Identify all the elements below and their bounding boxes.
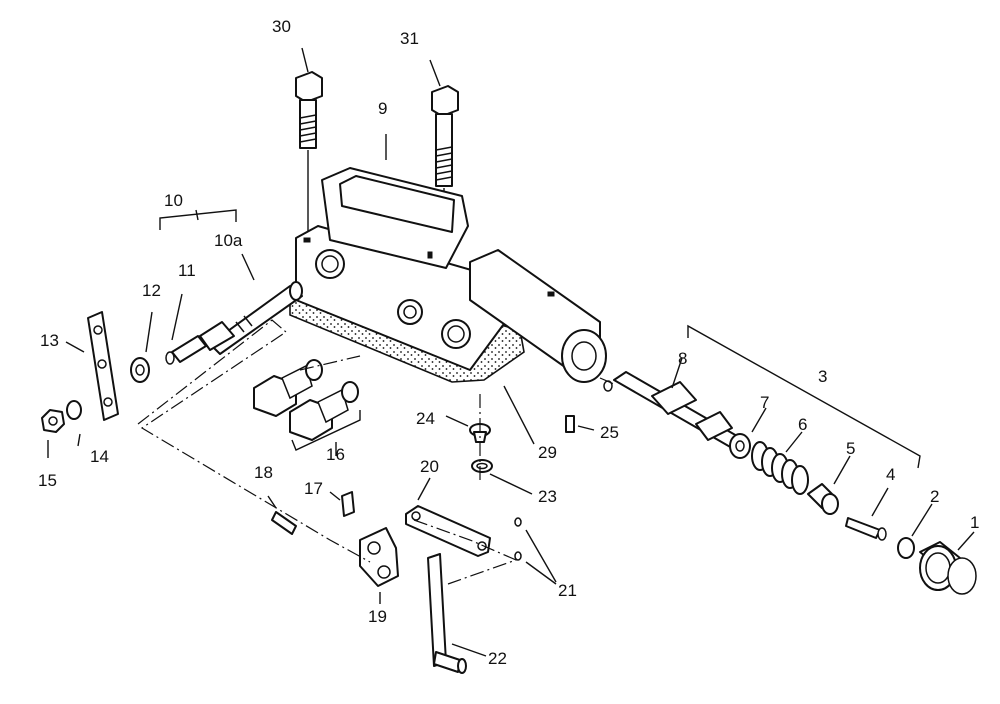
bolt-30 xyxy=(295,71,323,240)
plug-16a xyxy=(253,359,323,417)
pin-17 xyxy=(341,491,355,517)
callout-21: 21 xyxy=(558,581,577,600)
bracket-10 xyxy=(159,209,237,230)
link-20 xyxy=(405,505,491,557)
callout-19: 19 xyxy=(368,607,387,626)
centerline-arm xyxy=(413,519,518,585)
centerline-spool-3 xyxy=(599,377,615,385)
callout-22: 22 xyxy=(488,649,507,668)
callout-5: 5 xyxy=(846,439,855,458)
o-ring-2 xyxy=(897,537,915,559)
callout-17: 17 xyxy=(304,479,323,498)
washer-14 xyxy=(66,400,82,420)
callout-2: 2 xyxy=(930,487,939,506)
callout-6: 6 xyxy=(798,415,807,434)
plunger-8 xyxy=(603,371,745,449)
callout-12: 12 xyxy=(142,281,161,300)
callout-8: 8 xyxy=(678,349,687,368)
callout-3: 3 xyxy=(818,367,827,386)
lever-19 xyxy=(359,527,399,587)
pin-18 xyxy=(271,511,297,535)
callout-29: 29 xyxy=(538,443,557,462)
callout-16: 16 xyxy=(326,445,345,464)
pin-4 xyxy=(845,517,887,541)
plug-16b xyxy=(289,381,359,441)
callout-15: 15 xyxy=(38,471,57,490)
o-ring-23 xyxy=(471,459,493,473)
callout-13: 13 xyxy=(40,331,59,350)
callout-7: 7 xyxy=(760,393,769,412)
bracket-16 xyxy=(291,410,361,451)
spring-6 xyxy=(751,441,809,495)
arm-22 xyxy=(427,553,467,674)
callout-1: 1 xyxy=(970,513,979,532)
valve-body-9 xyxy=(295,167,607,383)
callout-10: 10 xyxy=(164,191,183,210)
callout-23: 23 xyxy=(538,487,557,506)
callout-18: 18 xyxy=(254,463,273,482)
centerline-lever-to-spool xyxy=(137,319,371,563)
clip-21b xyxy=(514,551,522,561)
washer-7 xyxy=(729,433,751,459)
callout-25: 25 xyxy=(600,423,619,442)
callout-4: 4 xyxy=(886,465,895,484)
washer-12 xyxy=(130,357,150,383)
callout-20: 20 xyxy=(420,457,439,476)
clip-21a xyxy=(514,517,522,527)
callout-30: 30 xyxy=(272,17,291,36)
callout-10a: 10a xyxy=(214,231,243,250)
bracket-3 xyxy=(687,324,921,469)
spacer-5 xyxy=(807,483,839,515)
leader-lines xyxy=(47,47,975,657)
centerline-plugs-16 xyxy=(299,355,361,371)
bolt-31 xyxy=(431,85,459,302)
callout-9: 9 xyxy=(378,99,387,118)
spool-10a xyxy=(199,281,303,355)
callout-24: 24 xyxy=(416,409,435,428)
callout-31: 31 xyxy=(400,29,419,48)
callout-labels: 30 31 9 10 10a 11 12 13 14 15 16 17 18 1… xyxy=(38,17,979,668)
cap-1 xyxy=(919,541,977,595)
plate-13 xyxy=(87,311,119,421)
spring-seat-11 xyxy=(165,335,207,365)
nut-15 xyxy=(41,409,65,433)
pin-25 xyxy=(565,415,575,433)
callout-14: 14 xyxy=(90,447,109,466)
callout-11: 11 xyxy=(178,261,196,280)
